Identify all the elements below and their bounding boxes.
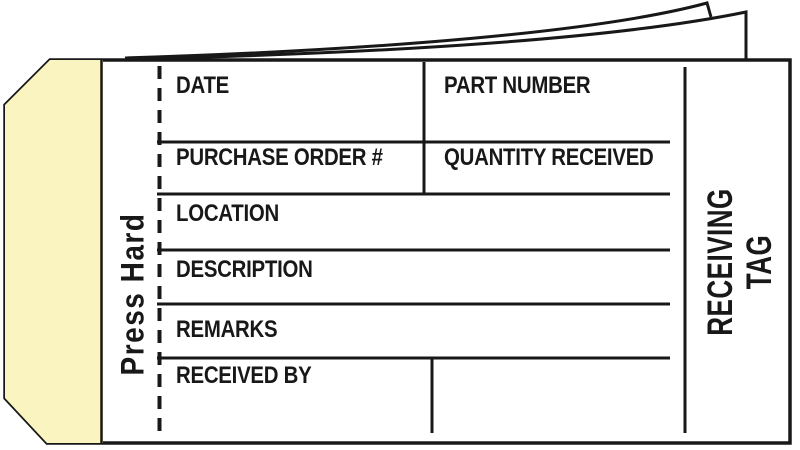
- field-label-part-number: PART NUMBER: [444, 72, 591, 99]
- field-label-purchase-order: PURCHASE ORDER #: [176, 144, 383, 171]
- press-hard-label: Press Hard: [114, 212, 151, 376]
- stub: [5, 60, 103, 443]
- field-label-quantity-received: QUANTITY RECEIVED: [444, 144, 654, 171]
- field-label-description: DESCRIPTION: [176, 256, 313, 283]
- back-sheet-top-copy: [124, 1, 713, 60]
- field-label-location: LOCATION: [176, 200, 279, 227]
- back-sheet-bottom-copy: [129, 10, 748, 61]
- field-label-remarks: REMARKS: [176, 316, 278, 343]
- field-label-received-by: RECEIVED BY: [176, 362, 312, 389]
- receiving-tag-title: RECEIVING TAG: [699, 188, 780, 336]
- field-label-date: DATE: [176, 72, 230, 99]
